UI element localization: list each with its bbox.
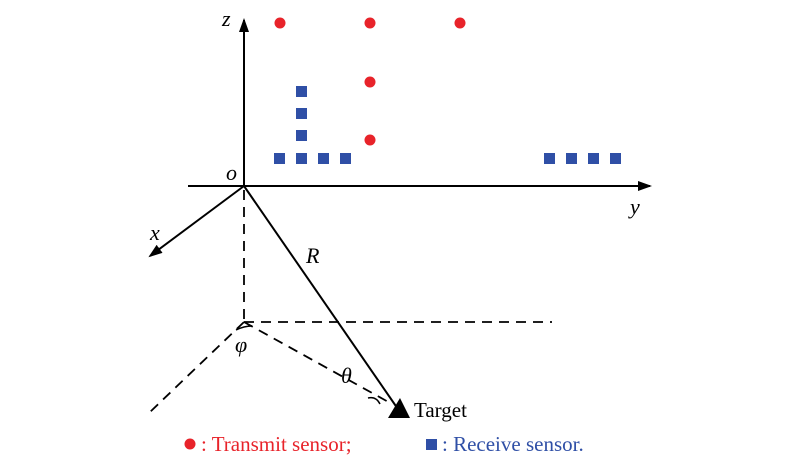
legend-transmit-text: : Transmit sensor; [201,432,352,456]
elevation-arc [367,396,381,405]
receive-sensor [588,153,599,164]
azimuth-label: φ [235,332,247,357]
transmit-sensor [364,17,376,29]
target-label: Target [414,398,467,422]
legend-receive-text: : Receive sensor. [442,432,584,456]
legend: : Transmit sensor; : Receive sensor. [184,432,584,456]
receive-sensors [274,86,621,164]
x-axis-label: x [149,220,160,245]
receive-sensor [296,153,307,164]
x-axis [148,185,245,258]
transmit-sensors [274,17,466,146]
azimuth-arc [235,325,253,331]
legend-transmit-icon [184,438,196,450]
range-label: R [305,243,320,268]
range-vector [243,185,401,413]
transmit-sensor [274,17,286,29]
elevation-label: θ [341,363,352,388]
receive-sensor [610,153,621,164]
receive-sensor [544,153,555,164]
transmit-sensor [364,134,376,146]
z-axis-label: z [221,6,231,31]
transmit-sensor [364,76,376,88]
receive-sensor [318,153,329,164]
projection-x-extension [149,321,245,413]
transmit-sensor [454,17,466,29]
receive-sensor [296,108,307,119]
receive-sensor [296,130,307,141]
receive-sensor [274,153,285,164]
legend-receive-icon [426,439,437,450]
receive-sensor [296,86,307,97]
target-marker [388,398,410,418]
receive-sensor [566,153,577,164]
origin-label: o [226,160,237,185]
y-axis-label: y [628,194,640,219]
receive-sensor [340,153,351,164]
projection-to-target [243,321,393,405]
